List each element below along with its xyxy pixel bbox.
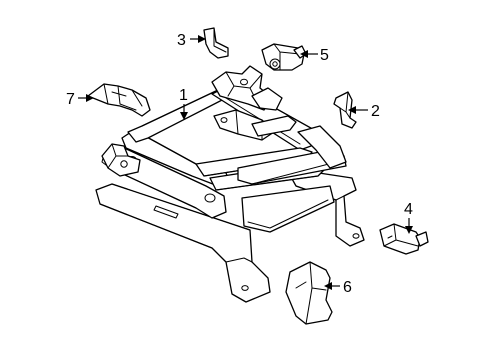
callout-label: 4 (404, 201, 413, 218)
track-cover-part (87, 83, 151, 117)
rear-cover-part (285, 261, 333, 325)
callout-5: 5 (300, 47, 329, 64)
mounting-bracket-part (203, 27, 229, 59)
callout-1: 1 (179, 87, 188, 120)
callout-label: 3 (177, 32, 186, 49)
callout-7: 7 (66, 91, 94, 108)
callout-label: 2 (371, 103, 380, 120)
callout-label: 7 (66, 91, 75, 108)
side-bracket-part (333, 91, 357, 129)
callout-label: 5 (320, 47, 329, 64)
callout-6: 6 (324, 279, 352, 296)
callout-label: 6 (343, 279, 352, 296)
callout-3: 3 (177, 32, 206, 49)
seat-track-frame-assembly (95, 65, 365, 303)
control-module-part (379, 223, 429, 255)
callout-2: 2 (348, 103, 380, 120)
callout-label: 1 (179, 87, 188, 104)
callout-4: 4 (404, 201, 413, 234)
sensor-module-part (261, 43, 307, 71)
